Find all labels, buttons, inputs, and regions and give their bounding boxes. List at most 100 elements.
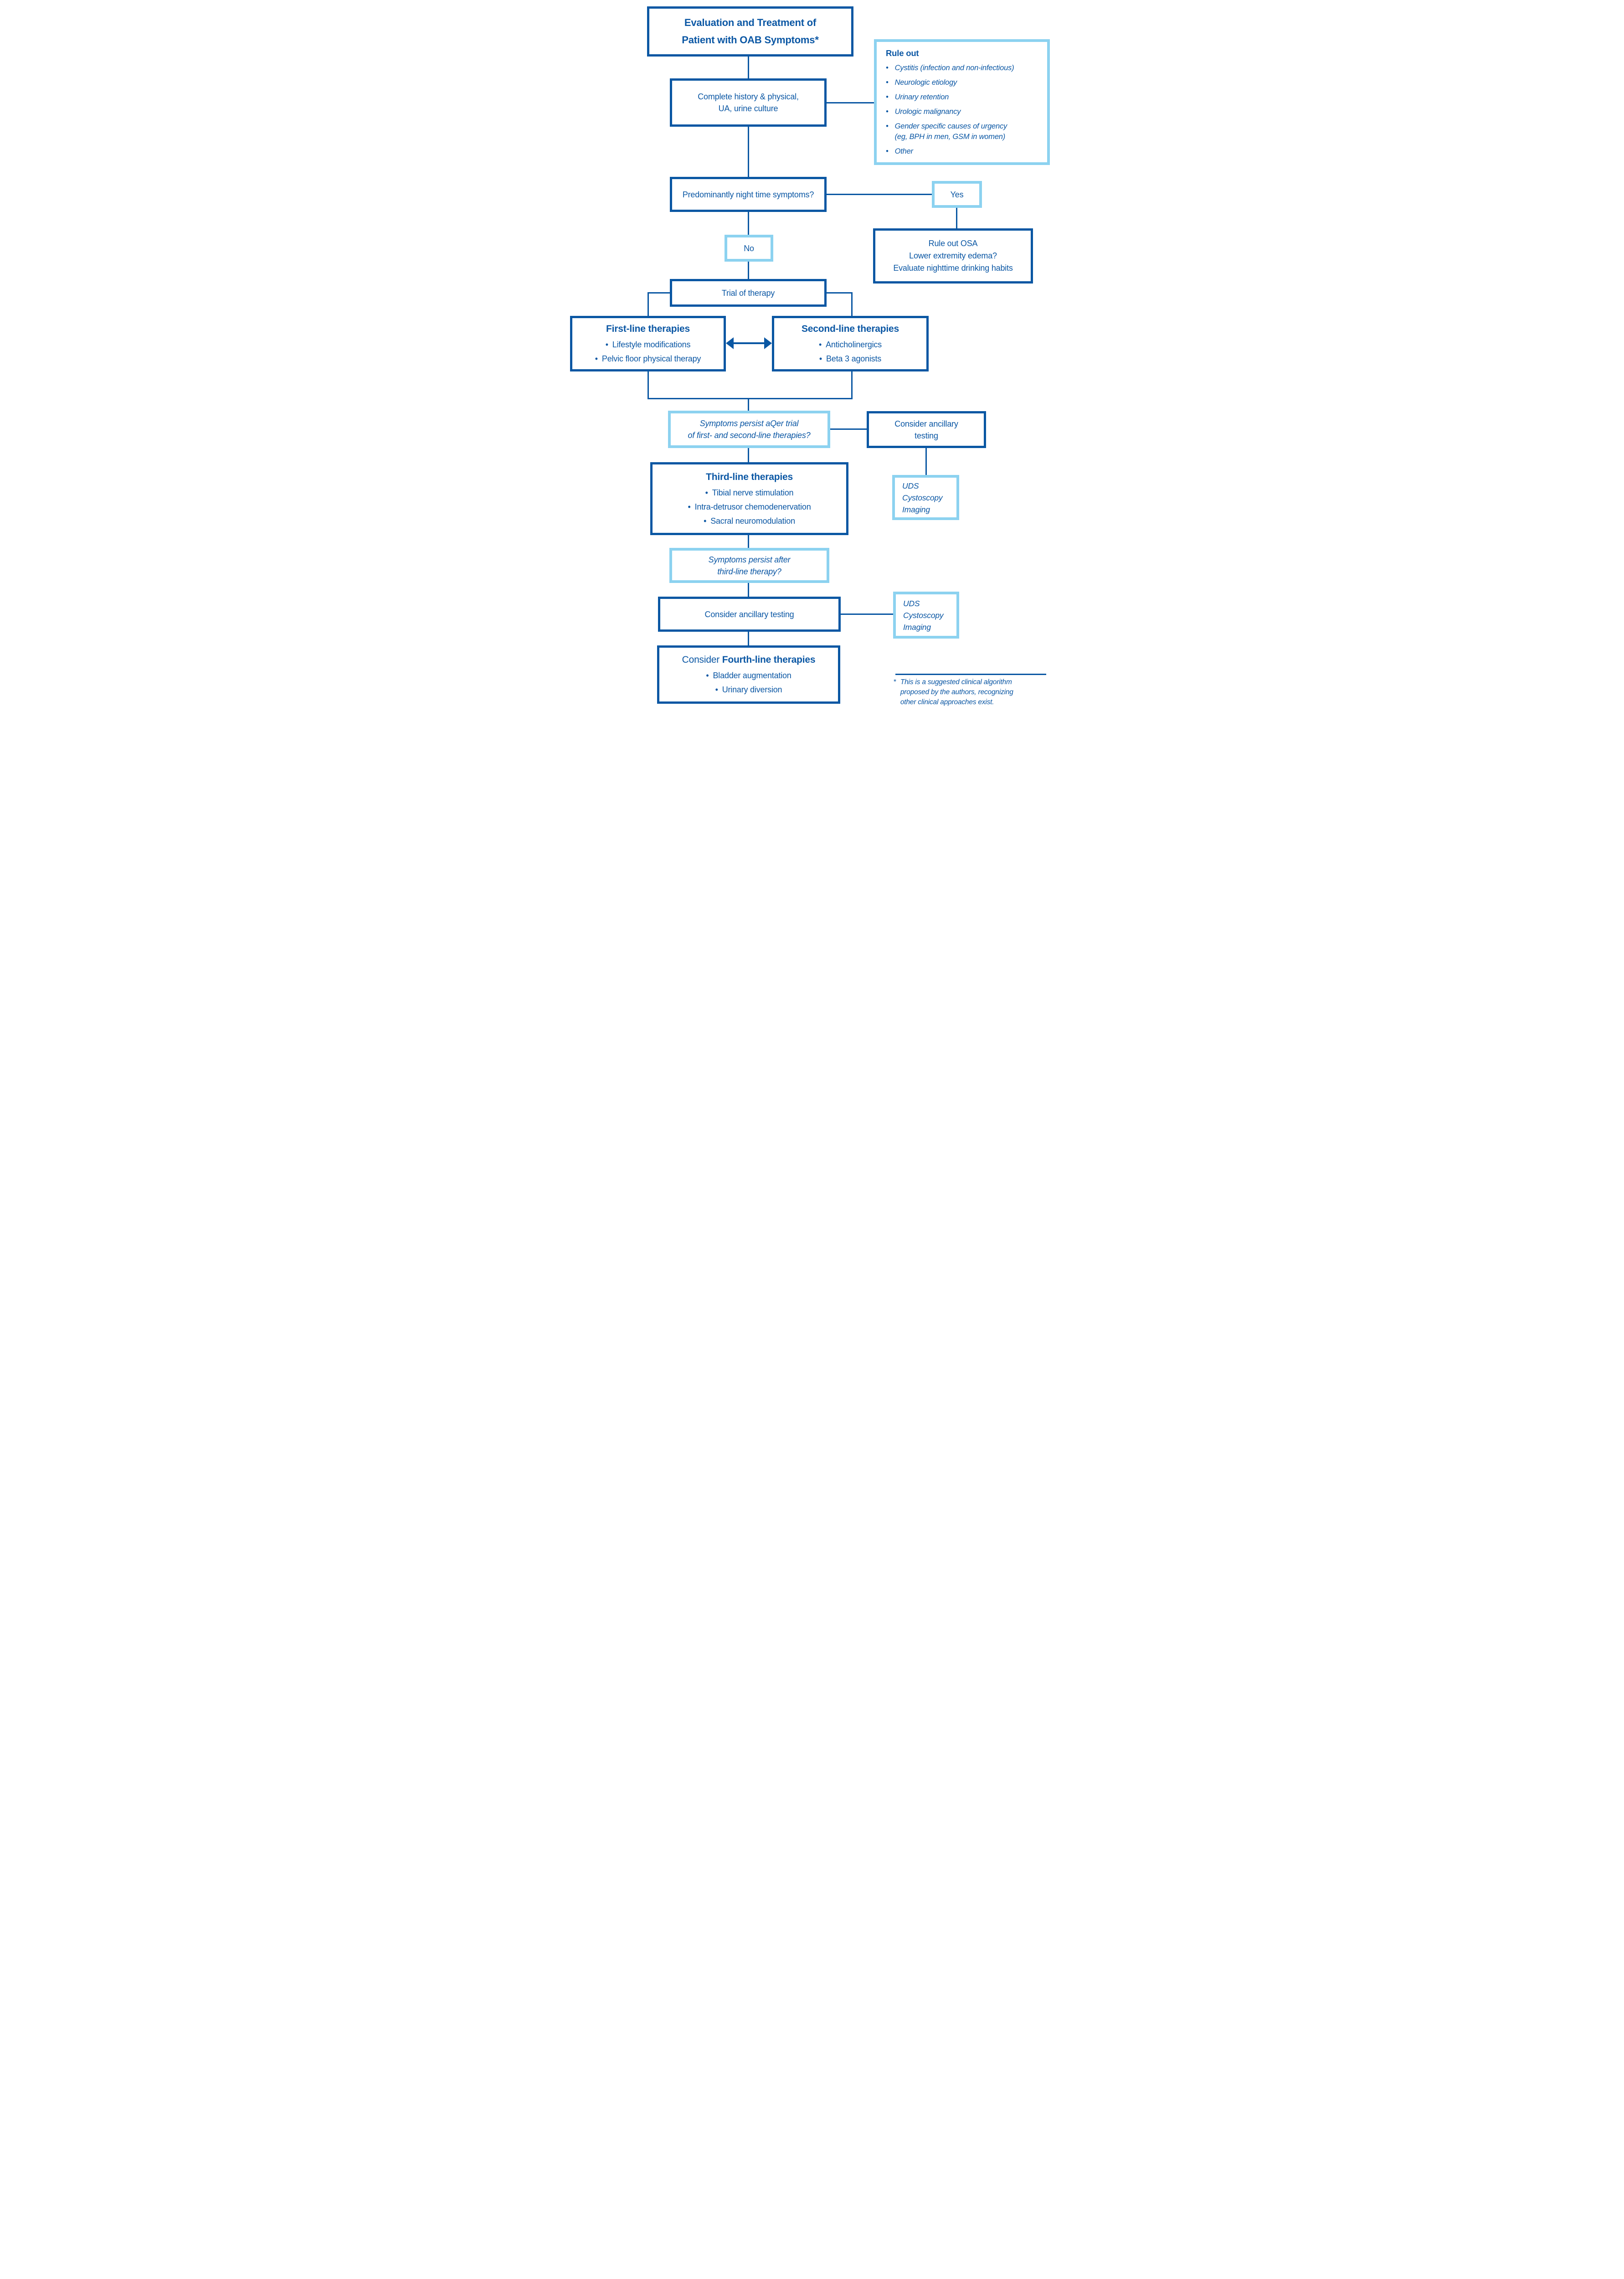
bidirectional-arrow-icon: [726, 337, 772, 349]
connector: [748, 127, 749, 177]
fourth-line-heading-bold: Fourth-line therapies: [722, 655, 816, 665]
bullet-icon: •: [595, 354, 598, 363]
bullet-icon: •: [705, 488, 708, 497]
connector: [748, 57, 749, 78]
arrowhead-right-icon: [764, 337, 772, 349]
bullet-icon: •: [886, 64, 889, 72]
node-consider-ancillary-2: Consider ancillary testing: [658, 597, 841, 632]
connector: [748, 448, 749, 462]
rule-out-heading: Rule out: [886, 48, 919, 58]
second-line-heading: Second-line therapies: [801, 324, 899, 334]
list-item: •Pelvic floor physical therapy: [595, 353, 701, 364]
bullet-icon: •: [688, 502, 691, 511]
node-uds-1: UDS Cystoscopy Imaging: [892, 475, 959, 520]
connector: [925, 448, 927, 475]
list-item: • Neurologic etiology: [886, 77, 1014, 88]
list-item-label: Tibial nerve stimulation: [712, 488, 794, 497]
list-item: • Gender specific causes of urgency (eg, …: [886, 121, 1014, 142]
list-item-label: Pelvic floor physical therapy: [601, 354, 701, 363]
node-trial-of-therapy: Trial of therapy: [670, 279, 827, 307]
connector: [748, 583, 749, 597]
node-symptoms-persist-1: Symptoms persist aQer trial of first- an…: [668, 411, 830, 448]
node-first-line-therapies: First-line therapies •Lifestyle modifica…: [570, 316, 726, 371]
node-second-line-therapies: Second-line therapies • Anticholinergics …: [772, 316, 929, 371]
arrow-shaft: [732, 342, 766, 344]
node-yes: Yes: [932, 181, 982, 208]
connector: [748, 399, 749, 411]
node-title: Evaluation and Treatment of Patient with…: [647, 6, 853, 57]
first-line-list: •Lifestyle modifications •Pelvic floor p…: [595, 339, 701, 364]
connector: [648, 292, 649, 316]
rule-out-list: • Cystitis (infection and non-infectious)…: [886, 63, 1014, 157]
second-line-list: • Anticholinergics • Beta 3 agonists: [819, 339, 882, 364]
node-fourth-line-therapies: Consider Fourth-line therapies • Bladder …: [657, 645, 840, 704]
node-symptoms-persist-2: Symptoms persist after third-line therap…: [669, 548, 829, 583]
fourth-line-list: • Bladder augmentation •Urinary diversion: [706, 670, 791, 695]
footnote: * This is a suggested clinical algorithm…: [894, 677, 1048, 707]
connector: [841, 614, 893, 615]
list-item-label: Gender specific causes of urgency (eg, B…: [894, 122, 1007, 141]
bullet-icon: •: [886, 108, 889, 116]
oab-algorithm-flowchart: Evaluation and Treatment of Patient with…: [566, 0, 1058, 714]
connector: [827, 194, 932, 195]
connector: [748, 632, 749, 645]
list-item: • Other: [886, 146, 1014, 157]
connector: [648, 371, 649, 399]
connector: [851, 292, 853, 316]
bullet-icon: •: [704, 516, 707, 526]
bullet-icon: •: [886, 122, 889, 130]
third-line-heading: Third-line therapies: [706, 471, 793, 482]
node-complete-history: Complete history & physical, UA, urine c…: [670, 78, 827, 127]
list-item-label: Urinary retention: [894, 93, 949, 101]
fourth-line-prefix: Consider: [682, 655, 722, 665]
connector: [748, 262, 749, 279]
list-item-label: Cystitis (infection and non-infectious): [894, 64, 1014, 72]
connector: [648, 398, 853, 399]
list-item-label: Anticholinergics: [826, 340, 882, 349]
bullet-icon: •: [715, 685, 718, 694]
list-item: •Urinary retention: [886, 92, 1014, 103]
connector: [748, 535, 749, 548]
list-item: • Urologic malignancy: [886, 107, 1014, 117]
node-consider-ancillary-1: Consider ancillary testing: [867, 411, 986, 448]
connector: [830, 428, 867, 430]
node-uds-2: UDS Cystoscopy Imaging: [893, 592, 959, 639]
list-item: • Tibial nerve stimulation: [688, 487, 811, 498]
list-item: • Beta 3 agonists: [819, 353, 882, 364]
node-third-line-therapies: Third-line therapies • Tibial nerve stimu…: [650, 462, 848, 535]
list-item-label: Beta 3 agonists: [826, 354, 882, 363]
third-line-list: •Tibial nerve stimulation •Intra-detruso…: [688, 487, 811, 526]
connector: [648, 292, 670, 294]
connector: [851, 371, 853, 399]
bullet-icon: •: [605, 340, 608, 349]
connector: [827, 102, 874, 103]
fourth-line-heading: Consider Fourth-line therapies: [682, 654, 816, 666]
first-line-heading: First-line therapies: [606, 324, 690, 334]
list-item-label: Bladder augmentation: [713, 671, 791, 680]
node-rule-out-osa: Rule out OSA Lower extremity edema? Eval…: [873, 228, 1033, 284]
arrowhead-left-icon: [726, 337, 734, 349]
list-item: • Bladder augmentation: [706, 670, 791, 681]
footnote-asterisk: *: [894, 678, 896, 686]
connector: [956, 207, 957, 228]
node-no: No: [725, 235, 773, 262]
node-rule-out: Rule out • Cystitis (infection and non-in…: [874, 39, 1050, 165]
footnote-text: This is a suggested clinical algorithm p…: [900, 678, 1013, 706]
node-night-symptoms-question: Predominantly night time symptoms?: [670, 177, 827, 212]
bullet-icon: •: [819, 354, 822, 363]
list-item: •Urinary diversion: [706, 684, 791, 695]
list-item-label: Urologic malignancy: [894, 108, 961, 116]
list-item: • Cystitis (infection and non-infectious): [886, 63, 1014, 73]
bullet-icon: •: [886, 78, 889, 87]
list-item: •Lifestyle modifications: [595, 339, 701, 350]
bullet-icon: •: [819, 340, 822, 349]
bullet-icon: •: [886, 147, 889, 155]
footnote-rule: [895, 674, 1046, 675]
list-item-label: Neurologic etiology: [894, 78, 957, 87]
bullet-icon: •: [706, 671, 709, 680]
list-item-label: Other: [894, 147, 913, 155]
list-item-label: Sacral neuromodulation: [710, 516, 795, 526]
list-item-label: Intra-detrusor chemodenervation: [694, 502, 811, 511]
list-item: • Anticholinergics: [819, 339, 882, 350]
list-item: •Sacral neuromodulation: [688, 516, 811, 526]
